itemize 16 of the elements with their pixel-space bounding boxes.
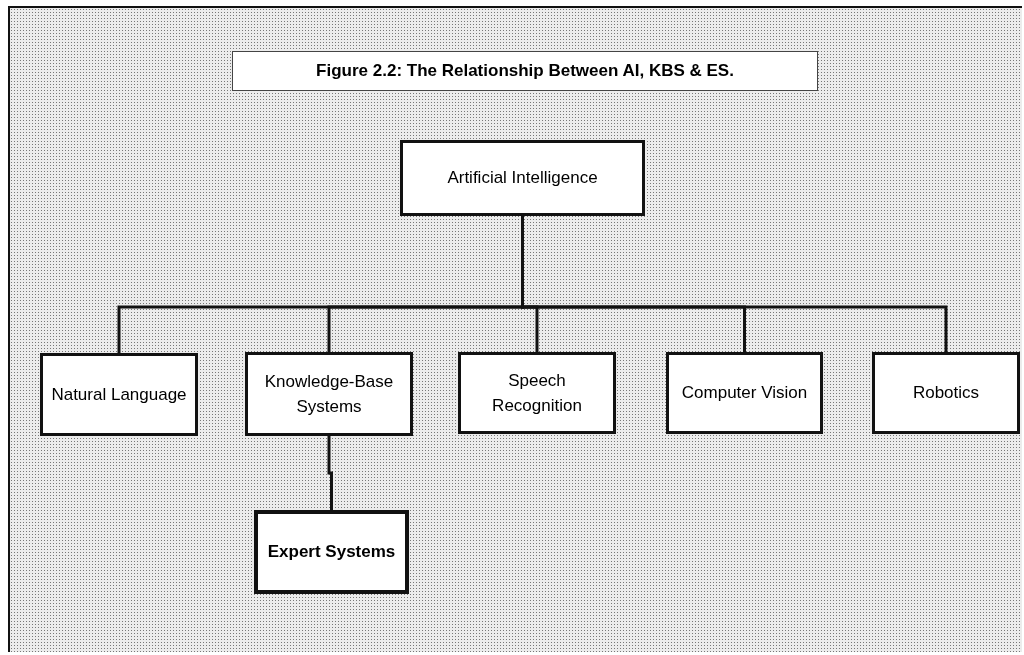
category-box (666, 352, 823, 434)
node-label: Expert Systems (267, 541, 396, 564)
node-label: Natural Language (51, 383, 187, 406)
connector-line (327, 436, 333, 510)
category-box (40, 353, 198, 436)
node-label: Knowledge-Base Systems (263, 370, 395, 418)
category-box (872, 352, 1020, 434)
node-label: Computer Vision (681, 382, 808, 405)
node-label: Speech Recognition (491, 369, 583, 417)
category-box (254, 510, 409, 594)
node-label: Artificial Intelligence (447, 167, 598, 190)
category-box (245, 352, 413, 436)
category-box (400, 140, 645, 216)
figure-title: Figure 2.2: The Relationship Between AI, KBS & ES. (232, 51, 818, 91)
node-label: Robotics (912, 382, 980, 405)
category-box (458, 352, 616, 434)
